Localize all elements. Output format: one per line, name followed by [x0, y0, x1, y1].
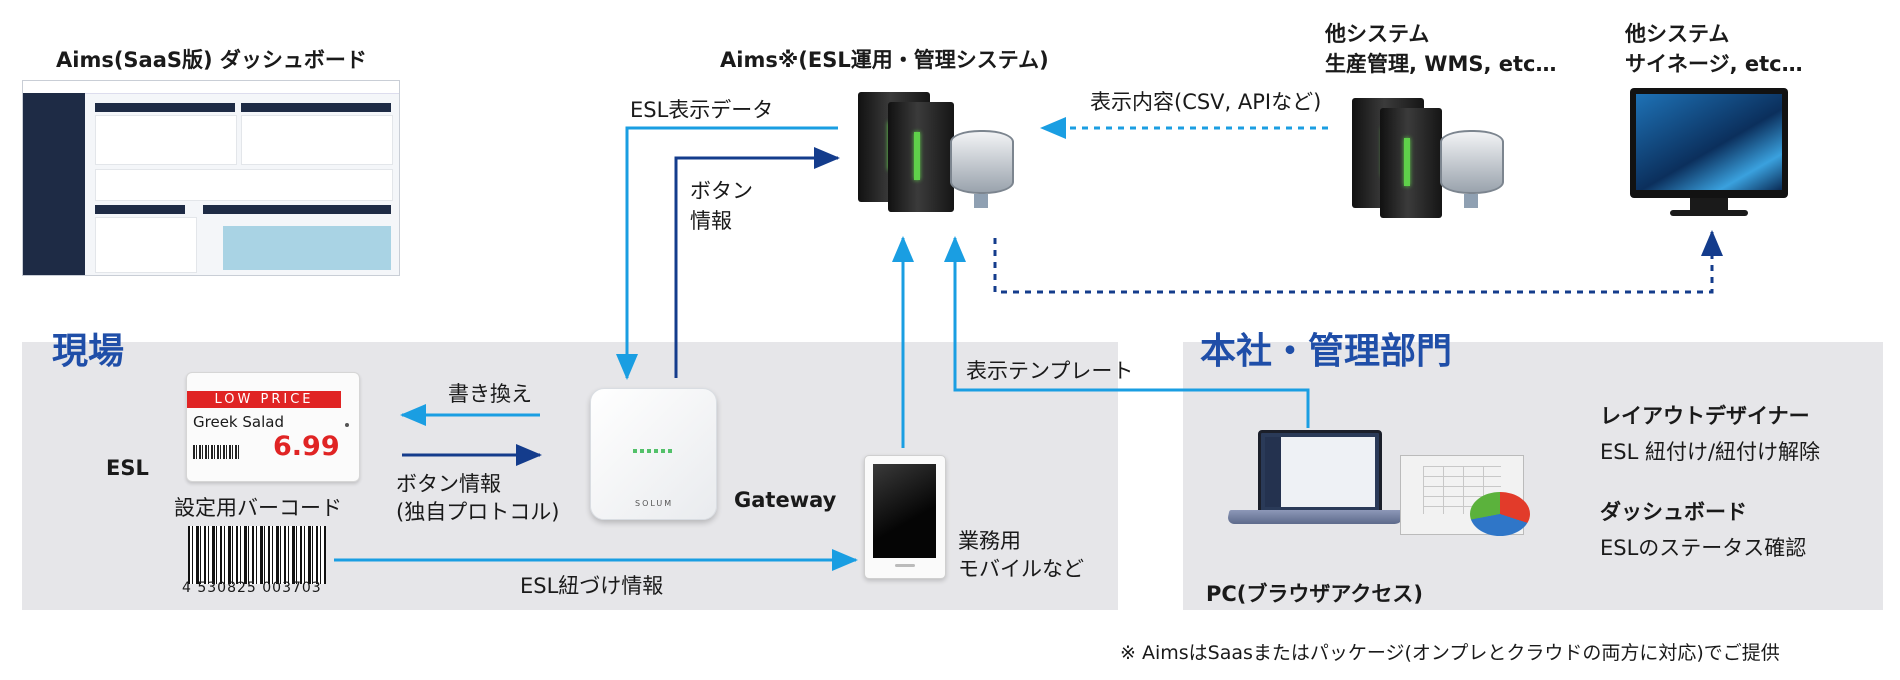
- mobile-device: [864, 455, 946, 579]
- esl-label: ESL: [106, 456, 149, 480]
- mobile-label-1: 業務用: [958, 529, 1021, 553]
- aims-title: Aims※(ESL運用・管理システム): [720, 48, 1049, 72]
- esl-display-data-arrow: [616, 126, 838, 380]
- button-protocol-label-2: (独自プロトコル): [396, 500, 560, 524]
- other-system-2-line1: 他システム: [1625, 22, 1730, 46]
- laptop-base: [1226, 510, 1406, 524]
- pie-chart-icon: [1470, 492, 1530, 536]
- dashboard-title: Aims(SaaS版) ダッシュボード: [56, 48, 367, 72]
- esl-link-label: ESL紐づけ情報: [520, 574, 664, 598]
- esl-tag-price: 6.99: [273, 431, 340, 462]
- other-system-1-line2: 生産管理, WMS, etc…: [1325, 52, 1557, 76]
- button-info-label-2: 情報: [690, 209, 732, 233]
- mobile-label-2: モバイルなど: [958, 557, 1084, 581]
- button-protocol-label-1: ボタン情報: [396, 472, 501, 496]
- esl-tag: LOW PRICE Greek Salad 6.99: [186, 372, 360, 482]
- signage-monitor: [1630, 88, 1788, 216]
- feature2-desc: ESLのステータス確認: [1600, 536, 1807, 560]
- display-template-label: 表示テンプレート: [966, 359, 1134, 383]
- feature2-title: ダッシュボード: [1600, 500, 1747, 524]
- hq-title: 本社・管理部門: [1200, 331, 1453, 372]
- display-content-label: 表示内容(CSV, APIなど): [1090, 90, 1322, 114]
- laptop: [1258, 430, 1382, 514]
- signage-arrow: [993, 230, 1723, 294]
- esl-tag-barcode: [193, 445, 239, 459]
- other-system-2-line2: サイネージ, etc…: [1625, 52, 1803, 76]
- barcode-number: 4 530825 003703: [182, 580, 322, 596]
- rewrite-label: 書き換え: [448, 382, 532, 406]
- esl-display-data-label: ESL表示データ: [630, 98, 774, 122]
- feature1-title: レイアウトデザイナー: [1600, 404, 1810, 428]
- footnote: ※ AimsはSaasまたはパッケージ(オンプレとクラウドの両方に対応)でご提供: [1120, 642, 1780, 664]
- gateway-device: SOLUM: [590, 388, 717, 520]
- barcode-label: 設定用バーコード: [174, 496, 342, 520]
- esl-tag-header: LOW PRICE: [187, 391, 341, 408]
- setup-barcode: [188, 526, 326, 584]
- gateway-label: Gateway: [734, 488, 837, 512]
- gateway-brand: SOLUM: [635, 499, 674, 508]
- button-info-arrow: [674, 147, 840, 378]
- dashboard-screenshot: [22, 80, 400, 276]
- feature1-desc: ESL 紐付け/紐付け解除: [1600, 440, 1821, 464]
- site-title: 現場: [52, 331, 125, 372]
- esl-tag-product: Greek Salad: [193, 413, 284, 431]
- pc-label: PC(ブラウザアクセス): [1206, 582, 1423, 606]
- spreadsheet-doc: [1400, 455, 1524, 535]
- button-info-label-1: ボタン: [690, 179, 753, 203]
- template-arrow: [944, 236, 1310, 428]
- other-system-1-line1: 他システム: [1325, 22, 1430, 46]
